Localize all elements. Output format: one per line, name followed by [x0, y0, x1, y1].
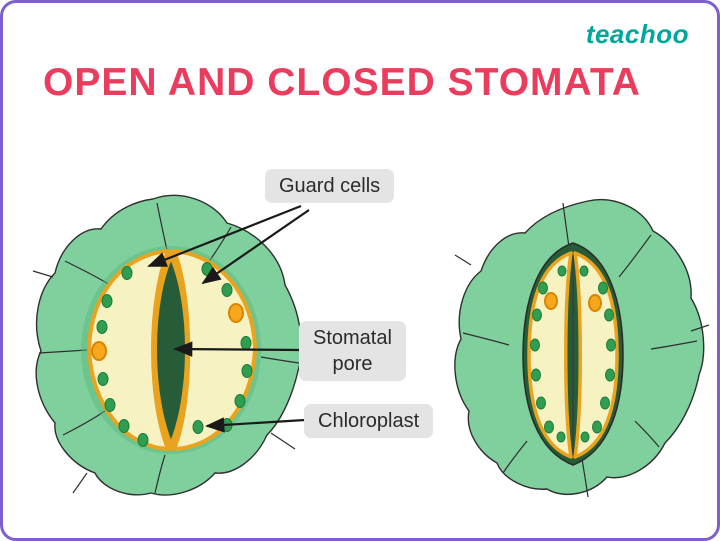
nucleus-dot: [588, 294, 602, 312]
cell-boundary-line: [618, 234, 652, 278]
chloroplast-dot: [530, 338, 540, 352]
chloroplast-dot: [137, 433, 149, 447]
nucleus-dot: [544, 292, 558, 310]
chloroplast-dot: [592, 420, 602, 434]
guard-cells-arrow-2: [201, 209, 310, 285]
nucleus-dot: [91, 341, 107, 361]
closed-stoma-figure: [454, 199, 710, 498]
stomata-figure: [32, 194, 710, 498]
chloroplast-dot: [580, 431, 590, 443]
chloroplasts-left-cell: [530, 265, 567, 443]
stomatal-pore-label: Stomatal pore: [299, 321, 406, 381]
chloroplast-dot: [240, 336, 252, 350]
cell-boundary-line: [154, 454, 166, 494]
chloroplast-dot: [598, 281, 608, 295]
cell-boundary-line: [562, 202, 570, 248]
page-title: OPEN AND CLOSED STOMATA: [43, 61, 641, 104]
chloroplast-dot: [579, 265, 589, 277]
chloroplast-dot: [538, 281, 548, 295]
cell-boundary-line: [690, 324, 710, 332]
cell-boundary-line: [581, 458, 589, 498]
chloroplast-dot: [241, 364, 253, 378]
chloroplast-dot: [234, 394, 246, 408]
chloroplast-dot: [118, 419, 130, 433]
chloroplasts-left-cell: [96, 266, 149, 447]
cell-boundary-line: [634, 420, 660, 448]
chloroplast-dot: [536, 396, 546, 410]
chloroplast-dot: [557, 265, 567, 277]
cell-boundary-line: [502, 440, 528, 474]
chloroplast-dot: [605, 368, 615, 382]
chloroplast-dot: [531, 368, 541, 382]
open-stoma-figure: [32, 194, 303, 496]
chloroplast-dot: [96, 320, 108, 334]
chloroplast-dot: [556, 431, 566, 443]
cell-boundary-line: [32, 270, 54, 278]
chloroplast-dot: [201, 262, 213, 276]
chloroplast-dot: [192, 420, 204, 434]
chloroplast-dot: [97, 372, 109, 386]
cell-boundary-line: [270, 432, 296, 450]
chloroplast-dot: [221, 283, 233, 297]
chloroplast-dot: [104, 398, 116, 412]
chloroplasts-right-cell: [579, 265, 616, 443]
chloroplast-dot: [606, 338, 616, 352]
stomatal-pore-label-line2: pore: [332, 353, 373, 375]
chloroplast-dot: [600, 396, 610, 410]
chloroplast-dot: [532, 308, 542, 322]
cell-boundary-line: [650, 340, 698, 350]
cell-boundary-line: [72, 472, 88, 494]
teachoo-logo: teachoo: [585, 19, 689, 49]
chloroplast-dot: [544, 420, 554, 434]
cell-boundary-lines: [454, 202, 710, 498]
chloroplast-label: Chloroplast: [304, 404, 434, 438]
chloroplast-arrow: [205, 417, 306, 433]
chloroplast-dot: [604, 308, 614, 322]
chloroplast-dot: [121, 266, 133, 280]
nucleus-dot: [228, 303, 244, 323]
stomatal-pore-arrow: [173, 341, 301, 357]
stomatal-pore-label-line1: Stomatal: [313, 327, 392, 349]
chloroplast-dot: [101, 294, 113, 308]
cell-boundary-line: [462, 332, 510, 346]
guard-cells-arrow-1: [147, 204, 302, 268]
annotation-arrows: [147, 204, 310, 433]
guard-cells-label: Guard cells: [265, 169, 395, 203]
cell-boundary-line: [454, 254, 472, 266]
cell-boundary-line: [260, 356, 300, 364]
